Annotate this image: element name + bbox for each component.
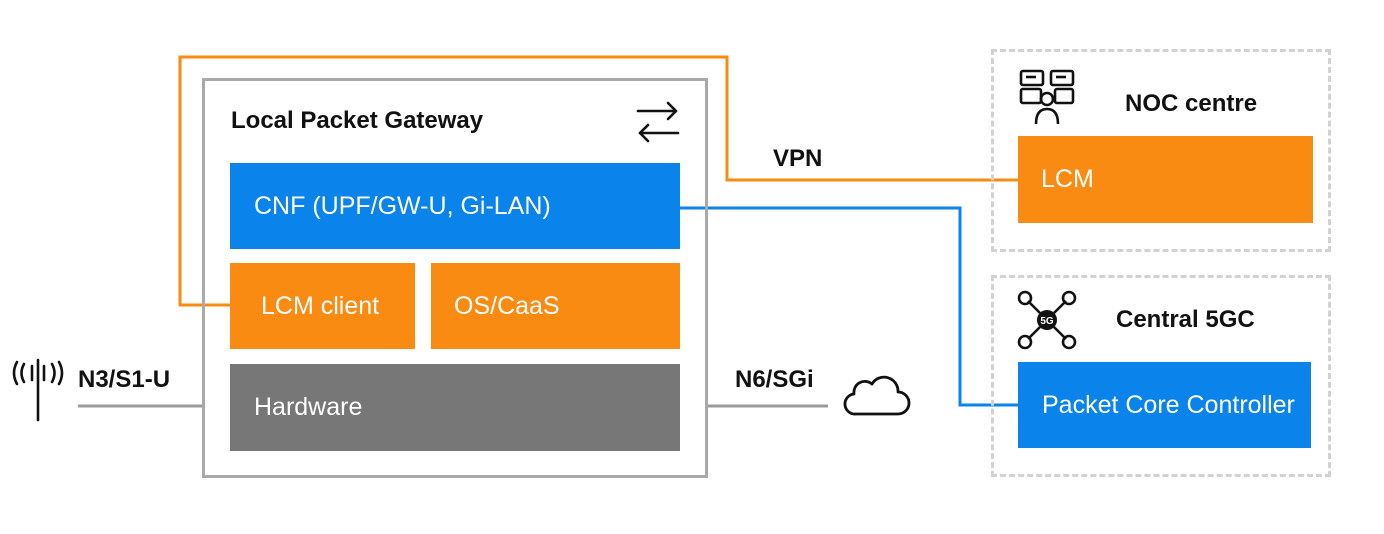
- lcm-client-label: LCM client: [261, 291, 380, 320]
- hardware-label: Hardware: [254, 393, 363, 421]
- control-link-line: [680, 206, 1020, 407]
- 5g-badge-text: 5G: [1040, 316, 1054, 327]
- central-5gc-region: [991, 275, 1331, 477]
- cnf-box: CNF (UPF/GW-U, Gi-LAN): [230, 163, 680, 249]
- os-caas-box: OS/CaaS: [431, 263, 680, 349]
- noc-lcm-box: LCM: [1018, 136, 1313, 223]
- core-title: Central 5GC: [1116, 306, 1255, 333]
- noc-operator-icon: [1019, 69, 1075, 125]
- lcm-client-box: LCM client: [230, 263, 415, 349]
- vpn-link-line: [178, 55, 1020, 307]
- local-packet-gateway-frame: [202, 78, 708, 478]
- n6-label: N6/SGi: [735, 366, 814, 393]
- noc-centre-region: [991, 49, 1331, 252]
- packet-core-controller-label: Packet Core Controller: [1042, 390, 1295, 419]
- hardware-box: Hardware: [230, 364, 680, 451]
- n3-label: N3/S1-U: [78, 366, 171, 393]
- noc-title: NOC centre: [1125, 90, 1258, 117]
- vpn-label: VPN: [773, 145, 823, 172]
- packet-core-controller-box: Packet Core Controller: [1018, 362, 1311, 448]
- antenna-icon: [12, 358, 64, 422]
- 5g-network-icon: 5G: [1017, 290, 1077, 350]
- gateway-title: Local Packet Gateway: [231, 107, 484, 134]
- noc-lcm-label: LCM: [1041, 165, 1094, 193]
- swap-arrows-icon: [636, 101, 680, 143]
- cloud-icon: [843, 375, 911, 416]
- cnf-label: CNF (UPF/GW-U, Gi-LAN): [254, 191, 551, 220]
- os-caas-label: OS/CaaS: [454, 291, 560, 320]
